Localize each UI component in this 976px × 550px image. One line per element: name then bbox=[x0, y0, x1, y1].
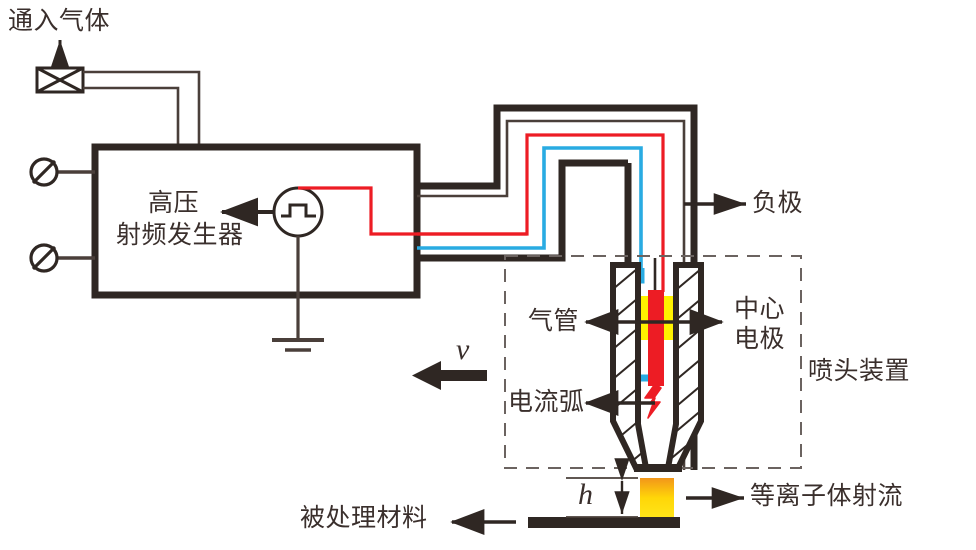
lightning-arc-icon bbox=[644, 383, 662, 419]
cable-thin-dark bbox=[417, 119, 686, 470]
velocity-arrow-group bbox=[412, 361, 487, 390]
nozzle-assembly bbox=[610, 258, 704, 472]
height-symbol-label: h bbox=[578, 478, 594, 511]
current-arc-label: 电流弧 bbox=[508, 389, 585, 416]
gas-inlet-label: 通入气体 bbox=[8, 8, 111, 35]
velocity-arrow bbox=[412, 361, 487, 390]
nozzle-device-label: 喷头装置 bbox=[808, 358, 911, 385]
nozzle-wall-right bbox=[664, 262, 704, 471]
center-electrode-label-line1: 中心 bbox=[734, 296, 786, 323]
nozzle-tip-cap bbox=[634, 464, 682, 472]
flow-meter-top-slash bbox=[31, 159, 57, 185]
plasma-jet-group bbox=[450, 458, 744, 535]
plasma-jet-label: 等离子体射流 bbox=[750, 483, 904, 510]
cable-outer-black bbox=[417, 104, 698, 470]
gas-inlet-group bbox=[35, 40, 201, 150]
generator-label-line2: 射频发生器 bbox=[116, 222, 244, 249]
pulse-waveform-glyph bbox=[281, 203, 316, 218]
cable-bundle-group bbox=[298, 104, 746, 470]
plasma-jet-beam bbox=[640, 478, 674, 522]
generator-label-line1: 高压 bbox=[148, 190, 200, 217]
gas-tube-label: 气管 bbox=[528, 308, 580, 335]
nozzle-device-boundary bbox=[504, 255, 802, 469]
source-red-lead bbox=[298, 186, 417, 236]
substrate-bar-icon bbox=[528, 517, 680, 528]
generator-box-group bbox=[29, 143, 421, 352]
gas-pipe-inner bbox=[83, 86, 180, 150]
hv-rf-generator-box bbox=[91, 143, 421, 299]
velocity-symbol-label: v bbox=[456, 333, 470, 366]
valve-x-stroke-b bbox=[36, 66, 84, 94]
flow-meter-bottom-slash bbox=[31, 245, 57, 271]
negative-electrode-label: 负极 bbox=[752, 190, 804, 217]
center-electrode-red bbox=[648, 290, 664, 386]
cable-blue-wire bbox=[417, 146, 643, 268]
gas-pipe-outer bbox=[83, 70, 201, 150]
pulse-source-icon bbox=[272, 186, 324, 238]
treated-material-label: 被处理材料 bbox=[300, 505, 428, 532]
center-electrode-label-line2: 电极 bbox=[734, 326, 786, 353]
cable-inner-black bbox=[417, 159, 628, 262]
